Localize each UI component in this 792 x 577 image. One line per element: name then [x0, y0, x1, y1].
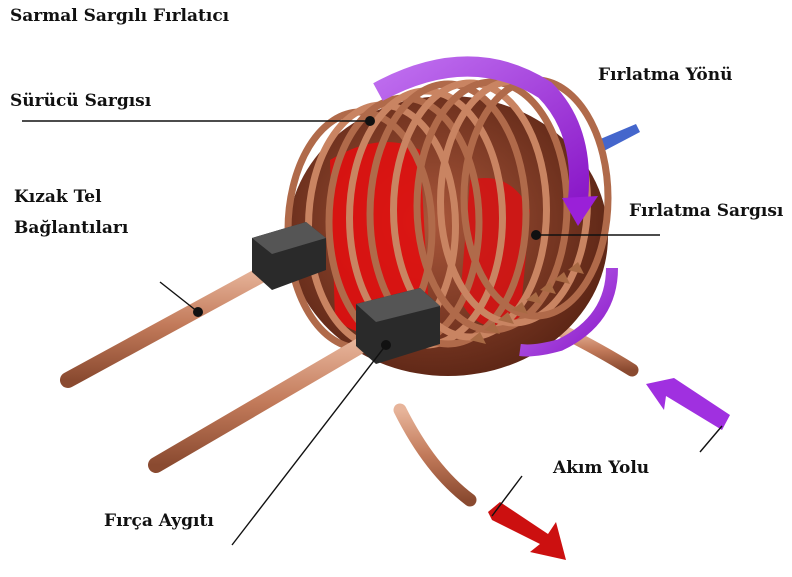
- label-surucu-sargisi: Sürücü Sargısı: [10, 91, 151, 111]
- rail-rod-upper: [68, 270, 270, 380]
- current-arrow-red: [488, 502, 566, 560]
- label-kizak-tel: Kızak Tel: [14, 187, 102, 207]
- leader-akim-purple: [700, 426, 722, 452]
- leader-kizak: [160, 282, 198, 312]
- front-lead-rod: [400, 410, 470, 500]
- leader-firlatma-dot: [531, 230, 541, 240]
- current-arrow-purple: [646, 378, 730, 430]
- label-baglantilari: Bağlantıları: [14, 218, 128, 238]
- leader-surucu-dot: [365, 116, 375, 126]
- leader-firca-dot: [381, 340, 391, 350]
- label-firlatma-yonu: Fırlatma Yönü: [598, 65, 732, 85]
- label-akim-yolu: Akım Yolu: [553, 458, 649, 478]
- diagram-title: Sarmal Sargılı Fırlatıcı: [10, 6, 229, 26]
- rail-rod-lower: [156, 340, 370, 465]
- label-firlatma-sargisi: Fırlatma Sargısı: [629, 201, 783, 221]
- leader-kizak-dot: [193, 307, 203, 317]
- label-firca-aygiti: Fırça Aygıtı: [104, 511, 214, 531]
